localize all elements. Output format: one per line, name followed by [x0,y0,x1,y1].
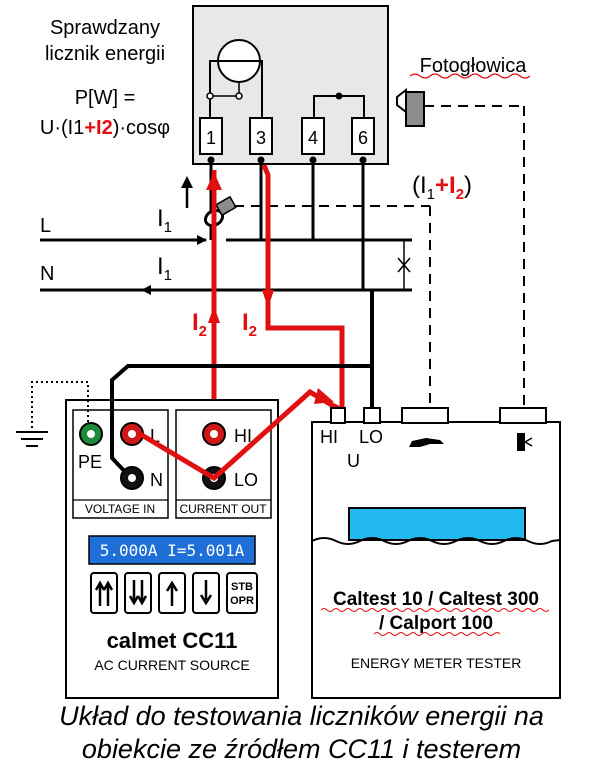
pe-label: PE [78,452,102,472]
caption-line1: Układ do testowania liczników energii na [59,701,544,731]
current-out-label: CURRENT OUT [179,502,267,516]
tester-model-line1: Caltest 10 / Caltest 300 [333,589,539,610]
tester-model-line2: / Calport 100 [379,613,493,634]
current-wire-return [261,164,345,410]
line-L-current-label: I1 [157,205,172,236]
photohead-input-icon [517,433,525,451]
up-arrow-icon [165,580,179,606]
photohead-label: Fotogłowica [420,55,528,77]
tester-clamp-socket[interactable] [401,407,449,424]
terminal-3-label: 3 [256,128,266,148]
double-up-arrow-icon [94,580,114,606]
tester-photohead-socket[interactable] [499,407,547,424]
tester-hi-label: HI [320,427,338,447]
terminal-4-label: 4 [308,128,318,148]
meter-terminal-3 [249,117,273,155]
meter-terminal-6 [351,117,375,155]
current-i2-label-left: I2 [192,309,207,340]
meter-formula-line2: U·(I1+I2)·cosφ [40,117,170,139]
stb-label: STB [231,581,253,593]
current-lo-label: LO [234,470,258,490]
down-arrow-icon [199,580,213,606]
line-N-current-label: I1 [157,253,172,284]
line-L-label: L [40,215,51,237]
fast-down-button[interactable] [124,572,152,614]
source-subtitle: AC CURRENT SOURCE [94,657,249,673]
clamp-input-icon [409,438,444,447]
voltage-in-label: VOLTAGE IN [85,502,155,516]
current-i2-label-right: I2 [242,309,257,340]
terminal-1-label: 1 [206,128,216,148]
display-readout: 5.000A I=5.001A [100,541,245,560]
meter-terminal-4 [301,117,325,155]
double-down-arrow-icon [128,580,148,606]
tester-hi-socket[interactable] [330,407,346,424]
tester-box [311,421,561,699]
figure-caption: Układ do testowania liczników energii na… [0,700,603,766]
voltage-n-label: N [150,470,163,490]
stb-opr-button[interactable] [226,572,258,614]
sum-current-label: (I1+I2) [412,172,472,203]
opr-label: OPR [230,595,254,607]
meter-title-line2: licznik energii [45,43,165,65]
meter-formula-line1: P[W] = [75,87,136,109]
tester-lo-socket[interactable] [363,407,381,424]
current-hi-label: HI [234,426,252,446]
voltage-wire-n [110,364,374,479]
tester-window [348,507,526,541]
tester-u-label: U [347,451,360,471]
photohead-icon [396,87,407,115]
source-display [88,535,256,565]
caption-line2: obiekcie ze źródłem CC11 i testerem [81,734,522,764]
current-wire-lo [138,388,344,482]
meter-title-line1: Sprawdzany [50,17,160,39]
tester-lo-label: LO [359,427,383,447]
meter-terminal-1 [199,117,223,155]
tester-subtitle: ENERGY METER TESTER [351,655,522,671]
voltage-l-label: L [150,426,160,446]
source-brand: calmet CC11 [107,628,238,653]
line-N-label: N [40,263,54,285]
terminal-6-label: 6 [358,128,368,148]
fast-up-button[interactable] [90,572,118,614]
